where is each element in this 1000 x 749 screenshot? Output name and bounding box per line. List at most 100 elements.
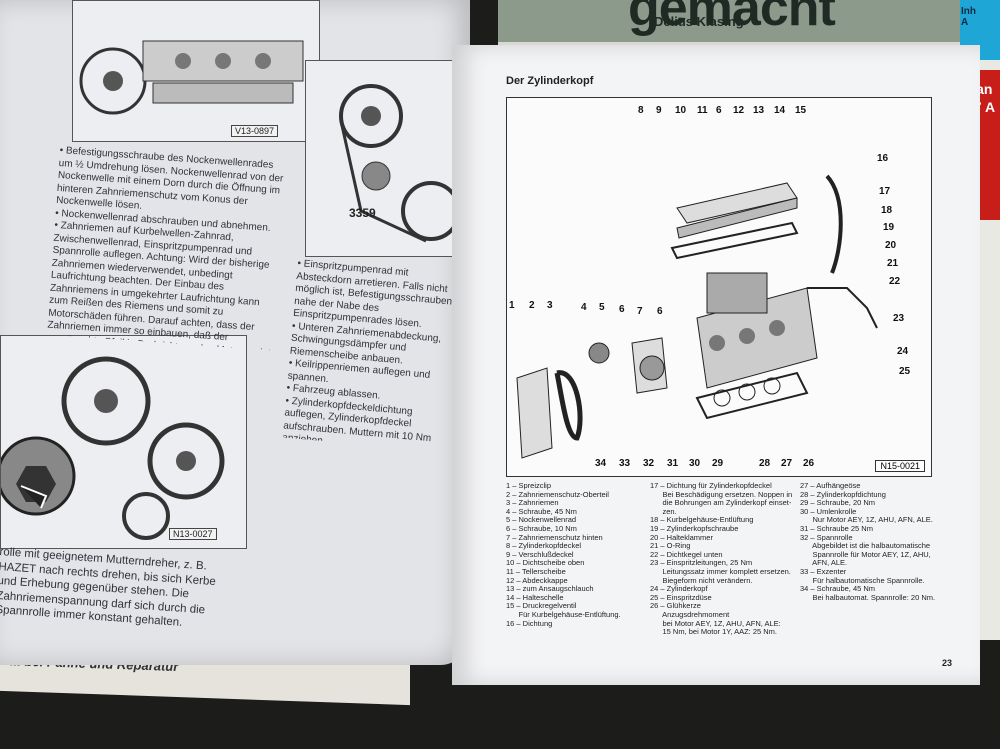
legend-item: bei Motor AEY, 1Z, AHU, AFN, ALE:	[650, 618, 781, 628]
legend-item: Bei Beschädigung ersetzen. Noppen in	[650, 489, 793, 499]
legend-item: AFN, ALE.	[800, 558, 848, 568]
legend-item: Für halbautomatische Spannrolle.	[800, 575, 925, 585]
legend-column-3: 27 – Aufhängeöse 28 – Zylinderkopfdichtu…	[800, 481, 940, 602]
legend-item: 26 – Glühkerze	[650, 601, 701, 611]
legend-item: 12 – Abdeckkappe	[506, 575, 568, 585]
part-number-bottom: 33	[619, 458, 631, 469]
part-number-right: 18	[881, 205, 893, 216]
legend-item: 6 – Schraube, 10 Nm	[506, 523, 577, 533]
legend-item: 29 – Schraube, 20 Nm	[800, 498, 876, 508]
legend-item: 3 – Zahnriemen	[506, 498, 559, 508]
legend-item: 9 – Verschlußdeckel	[506, 549, 574, 559]
legend-column-2: 17 – Dichtung für Zylinderkopfdeckel Bei…	[650, 481, 800, 637]
legend-item: Bei halbautomat. Spannrolle: 20 Nm.	[800, 592, 936, 602]
part-number-bottom: 27	[781, 458, 793, 469]
part-number-left: 1	[509, 300, 515, 311]
belt-figure: 3359	[305, 60, 470, 257]
camshaft-figure: V13-0897	[72, 0, 320, 142]
part-number-right: 22	[889, 276, 901, 287]
legend-item: Abgebildet ist die halbautomatische	[800, 541, 931, 551]
fig1-label: V13-0897	[231, 125, 279, 137]
legend-item: 27 – Aufhängeöse	[800, 481, 861, 490]
legend-item: Leitungssatz immer komplett ersetzen.	[650, 566, 791, 576]
top-book-publisher: Delius Klasing	[654, 14, 744, 29]
legend-item: 34 – Schraube, 45 Nm	[800, 584, 876, 594]
legend-item: 7 – Zahnriemenschutz hinten	[506, 532, 603, 542]
timing-belt-illustration	[0, 356, 225, 540]
part-number-top: 15	[795, 105, 807, 116]
part-number-top: 9	[656, 105, 662, 116]
part-number-left: 3	[547, 300, 553, 311]
part-number-bottom: 32	[643, 458, 655, 469]
part-number-top: 11	[697, 105, 708, 116]
belt-illustration	[339, 84, 461, 243]
legend-item: 18 – Kurbelgehäuse-Entlüftung	[650, 515, 754, 525]
legend-item: 5 – Nockenwellenrad	[506, 515, 577, 525]
part-number-bottom: 26	[803, 458, 815, 469]
part-number-left: 6	[657, 306, 663, 317]
page-number: 23	[942, 658, 953, 668]
fig2-label: 3359	[349, 206, 376, 220]
top-book-title: gemacht	[628, 0, 836, 37]
legend-item: Spannrolle für Motor AEY, 1Z, AHU,	[800, 549, 931, 559]
left-page: V13-0897 3359 N13-0027 • Befestigungssch…	[0, 0, 470, 665]
left-col1-text: • Befestigungsschraube des Nockenwellenr…	[47, 145, 284, 351]
part-number-top: 14	[774, 105, 786, 116]
part-number-top: 6	[716, 105, 722, 116]
part-number-top: 8	[638, 105, 644, 116]
fig3-label: N13-0027	[169, 528, 217, 540]
part-number-top: 13	[753, 105, 765, 116]
part-number-right: 19	[883, 222, 895, 233]
legend-item: 15 Nm, bei Motor 1Y, AAZ: 25 Nm.	[650, 627, 778, 637]
part-number-bottom: 28	[759, 458, 771, 469]
part-number-left: 5	[599, 302, 605, 313]
part-number-top: 10	[675, 105, 687, 116]
part-number-right: 17	[879, 186, 891, 197]
part-number-bottom: 31	[667, 458, 679, 469]
legend-column-1: 1 – Spreizclip 2 – Zahnriemenschutz-Ober…	[506, 481, 646, 628]
legend-item: Für Kurbelgehäuse-Entlüftung.	[506, 609, 621, 619]
legend-item: 13 – zum Ansaugschlauch	[506, 584, 594, 594]
part-number-bottom: 34	[595, 458, 607, 469]
legend-item: 2 – Zahnriemenschutz-Oberteil	[506, 489, 609, 499]
legend-item: 33 – Exzenter	[800, 566, 847, 576]
legend-item: 14 – Halteschelle	[506, 592, 564, 602]
legend-item: 10 – Dichtscheibe oben	[506, 558, 585, 568]
part-number-right: 20	[885, 240, 897, 251]
legend-item: Nur Motor AEY, 1Z, AHU, AFN, ALE.	[800, 515, 933, 525]
part-number-bottom: 29	[712, 458, 724, 469]
left-bottom-text: rolle mit geeignetem Mutterndreher, z. B…	[0, 545, 217, 629]
legend-item: Anzugsdrehmoment	[650, 609, 730, 619]
camshaft-illustration	[79, 40, 304, 115]
exploded-view-drawing	[516, 174, 878, 459]
part-number-top: 12	[733, 105, 745, 116]
legend-item: die Bohrungen am Zylinderkopf einset-	[650, 498, 792, 508]
legend-item: 16 – Dichtung	[506, 618, 553, 628]
part-number-bottom: 30	[689, 458, 701, 469]
legend-item: 19 – Zylinderkopfschraube	[650, 523, 739, 533]
part-number-left: 4	[581, 302, 587, 313]
part-number-left: 6	[619, 304, 625, 315]
diagram-ref-label: N15-0021	[875, 460, 925, 472]
legend-item: 21 – O-Ring	[650, 541, 691, 551]
left-col2-text: • Einspritzpumpenrad mit Absteckdorn arr…	[282, 258, 453, 452]
top-book: gemacht Delius Klasing	[498, 0, 960, 46]
timing-belt-figure: N13-0027	[0, 335, 247, 549]
part-number-left: 7	[637, 306, 643, 317]
legend-item: Biegeform nicht verändern.	[650, 575, 753, 585]
part-number-right: 25	[899, 366, 911, 377]
part-number-right: 16	[877, 153, 889, 164]
part-number-right: 21	[887, 258, 899, 269]
legend-item: 15 – Druckregelventil	[506, 601, 577, 611]
legend-item: 24 – Zylinderkopf	[650, 584, 708, 594]
legend-item: 30 – Umlenkrolle	[800, 506, 857, 516]
legend-item: zen.	[650, 506, 677, 516]
legend-item: 32 – Spannrolle	[800, 532, 853, 542]
legend-item: 4 – Schraube, 45 Nm	[506, 506, 577, 516]
legend-item: 25 – Einspritzdüse	[650, 592, 712, 602]
part-number-left: 2	[529, 300, 535, 311]
part-number-right: 24	[897, 346, 909, 357]
legend-item: 28 – Zylinderkopfdichtung	[800, 489, 886, 499]
legend-item: 20 – Halteklammer	[650, 532, 713, 542]
